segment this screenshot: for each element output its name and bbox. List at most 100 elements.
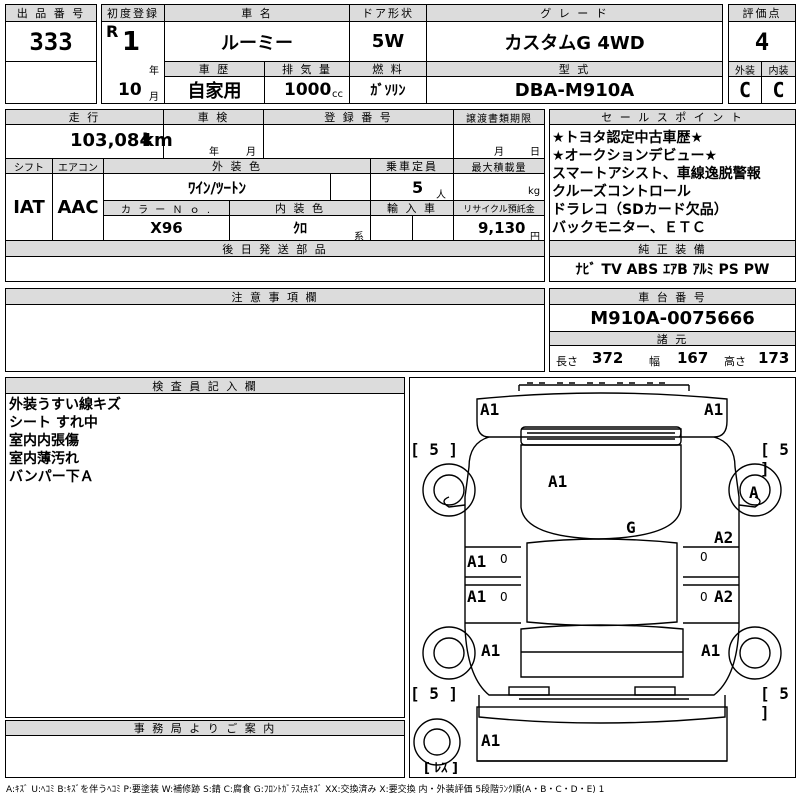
transfer-month-unit: 月 [494, 147, 504, 158]
era: R [106, 22, 119, 41]
score-label: 評価点 [728, 4, 796, 22]
sales-point-item: バックモニター、ＥＴＣ [552, 220, 706, 236]
chassis-number-label: 車 台 番 号 [549, 288, 796, 305]
office-label: 事 務 局 よ り ご 案 内 [5, 720, 405, 736]
displacement-unit: cc [332, 89, 343, 100]
interior-cell [761, 76, 796, 104]
model-label: 型 式 [426, 61, 723, 77]
registration-year: 1 [122, 27, 141, 57]
damage-code-legend: A:ｷｽﾞ U:ﾍｺﾐ B:ｷｽﾞを伴うﾍｺﾐ P:要塗装 W:補修跡 S:錆 … [6, 785, 605, 795]
damage-rear-door-right: A2 [714, 587, 734, 606]
max-load-unit: kg [528, 186, 541, 197]
width: 167 [677, 349, 709, 367]
sales-point-item: ★オークションデビュー★ [552, 148, 718, 164]
damage-rear: A1 [481, 731, 501, 750]
exterior-grade: C [738, 78, 752, 102]
fuel: ｶﾞｿﾘﾝ [370, 83, 406, 99]
capacity-unit: 人 [436, 190, 446, 201]
damage-roof: G [626, 518, 636, 537]
exterior-color: ﾜｲﾝ/ﾂｰﾄﾝ [188, 178, 246, 197]
mileage: 103,084 [70, 130, 152, 151]
car-name-label: 車 名 [164, 4, 350, 22]
interior-color-label: 内 装 色 [229, 200, 371, 216]
damage-wheel-front-right: A [749, 483, 759, 502]
sales-point-item: ★トヨタ認定中古車歴★ [552, 130, 704, 146]
grade-label: グ レ ー ド [426, 4, 723, 22]
specs-label: 諸 元 [549, 331, 796, 346]
color-number: X96 [150, 219, 183, 237]
sales-point-item: スマートアシスト、車線逸脱警報 [552, 166, 761, 182]
exterior-color-extra-cell [330, 173, 371, 201]
max-load-label: 最大積載量 [453, 158, 545, 174]
sales-point-item: クルーズコントロール [552, 184, 691, 200]
panel-count-front-right: [ 5 ] [760, 440, 789, 478]
door-label: ドア形状 [349, 4, 427, 22]
recycle-label: リサイクル預託金 [453, 200, 545, 216]
equipment-list: ﾅﾋﾞ TV ABS ｴｱB ｱﾙﾐ PS PW [575, 262, 770, 278]
mileage-label: 走 行 [5, 109, 164, 125]
inspector-note: シート すれ中 [9, 415, 98, 431]
length: 372 [592, 349, 624, 367]
lot-number-label: 出 品 番 号 [5, 4, 97, 22]
damage-diagram-frame [409, 377, 796, 778]
lot-number: 333 [29, 27, 73, 56]
sales-points-list: ★トヨタ認定中古車歴★ ★オークションデビュー★ スマートアシスト、車線逸脱警報… [552, 129, 761, 237]
chassis-number: M910A-0075666 [590, 307, 755, 329]
displacement: 1000 [284, 80, 332, 100]
ac-label: エアコン [52, 158, 104, 174]
shift: IAT [13, 196, 45, 218]
equipment-label: 純 正 装 備 [549, 240, 796, 257]
damage-front-door-right: A2 [714, 528, 734, 547]
registration-number-label: 登 録 番 号 [263, 109, 454, 125]
inspector-note: 外装うすい線キズ [9, 397, 121, 413]
inspector-note: バンパー下Ａ [9, 469, 94, 485]
damage-front-right: A1 [704, 400, 724, 419]
exterior-label: 外装 [728, 61, 762, 77]
notes-label: 注 意 事 項 欄 [5, 288, 545, 305]
specs-cell [549, 345, 796, 372]
length-label: 長さ [556, 355, 578, 368]
inspector-cell [5, 393, 405, 718]
model-code: DBA-M910A [514, 79, 635, 101]
mark-zero: 0 [700, 550, 708, 564]
damage-wheel-rear-left: A1 [481, 641, 501, 660]
model-cell [426, 76, 723, 104]
transfer-deadline-label: 譲渡書類期限 [453, 109, 545, 125]
inspector-note: 室内内張傷 [9, 433, 79, 449]
sales-point-item: ドラレコ（SDカード欠品） [552, 202, 728, 218]
panel-count-front-left: [ 5 ] [410, 440, 459, 459]
damage-front-door-left: A1 [467, 552, 487, 571]
inspector-note: 室内薄汚れ [9, 451, 79, 467]
car-damage-diagram [413, 382, 782, 766]
history: 自家用 [187, 81, 242, 102]
inspector-label: 検 査 員 記 入 欄 [5, 377, 405, 394]
damage-hood: A1 [548, 472, 568, 491]
door-type: 5W [371, 31, 405, 52]
registration-month: 10 [118, 80, 142, 100]
displacement-label: 排 気 量 [264, 61, 350, 77]
interior-grade: C [772, 78, 785, 102]
recycle-unit: 円 [530, 232, 540, 243]
office-cell [5, 735, 405, 778]
equipment-cell [549, 256, 796, 282]
interior-label: 内装 [761, 61, 796, 77]
grade: カスタムG 4WD [504, 32, 645, 54]
inspection-label: 車 検 [163, 109, 264, 125]
later-parts-label: 後 日 発 送 部 品 [5, 240, 545, 257]
air-conditioner: AAC [57, 196, 99, 218]
inspector-notes: 外装うすい線キズ シート すれ中 室内内張傷 室内薄汚れ バンパー下Ａ [9, 396, 121, 486]
history-label: 車 歴 [164, 61, 265, 77]
first-registration-label: 初度登録 [101, 4, 165, 22]
mileage-unit: km [142, 130, 173, 151]
shift-label: シフト [5, 158, 53, 174]
lot-blank-cell [5, 61, 97, 104]
later-parts-cell [5, 256, 545, 282]
recycle-deposit: 9,130 [478, 219, 526, 237]
damage-rear-door-left: A1 [467, 587, 487, 606]
capacity-label: 乗車定員 [370, 158, 454, 174]
height-label: 高さ [724, 355, 746, 368]
mark-zero: 0 [500, 552, 508, 566]
width-label: 幅 [649, 355, 660, 368]
panel-count-rear-left: [ 5 ] [410, 684, 459, 703]
interior-color-unit: 系 [354, 232, 364, 243]
